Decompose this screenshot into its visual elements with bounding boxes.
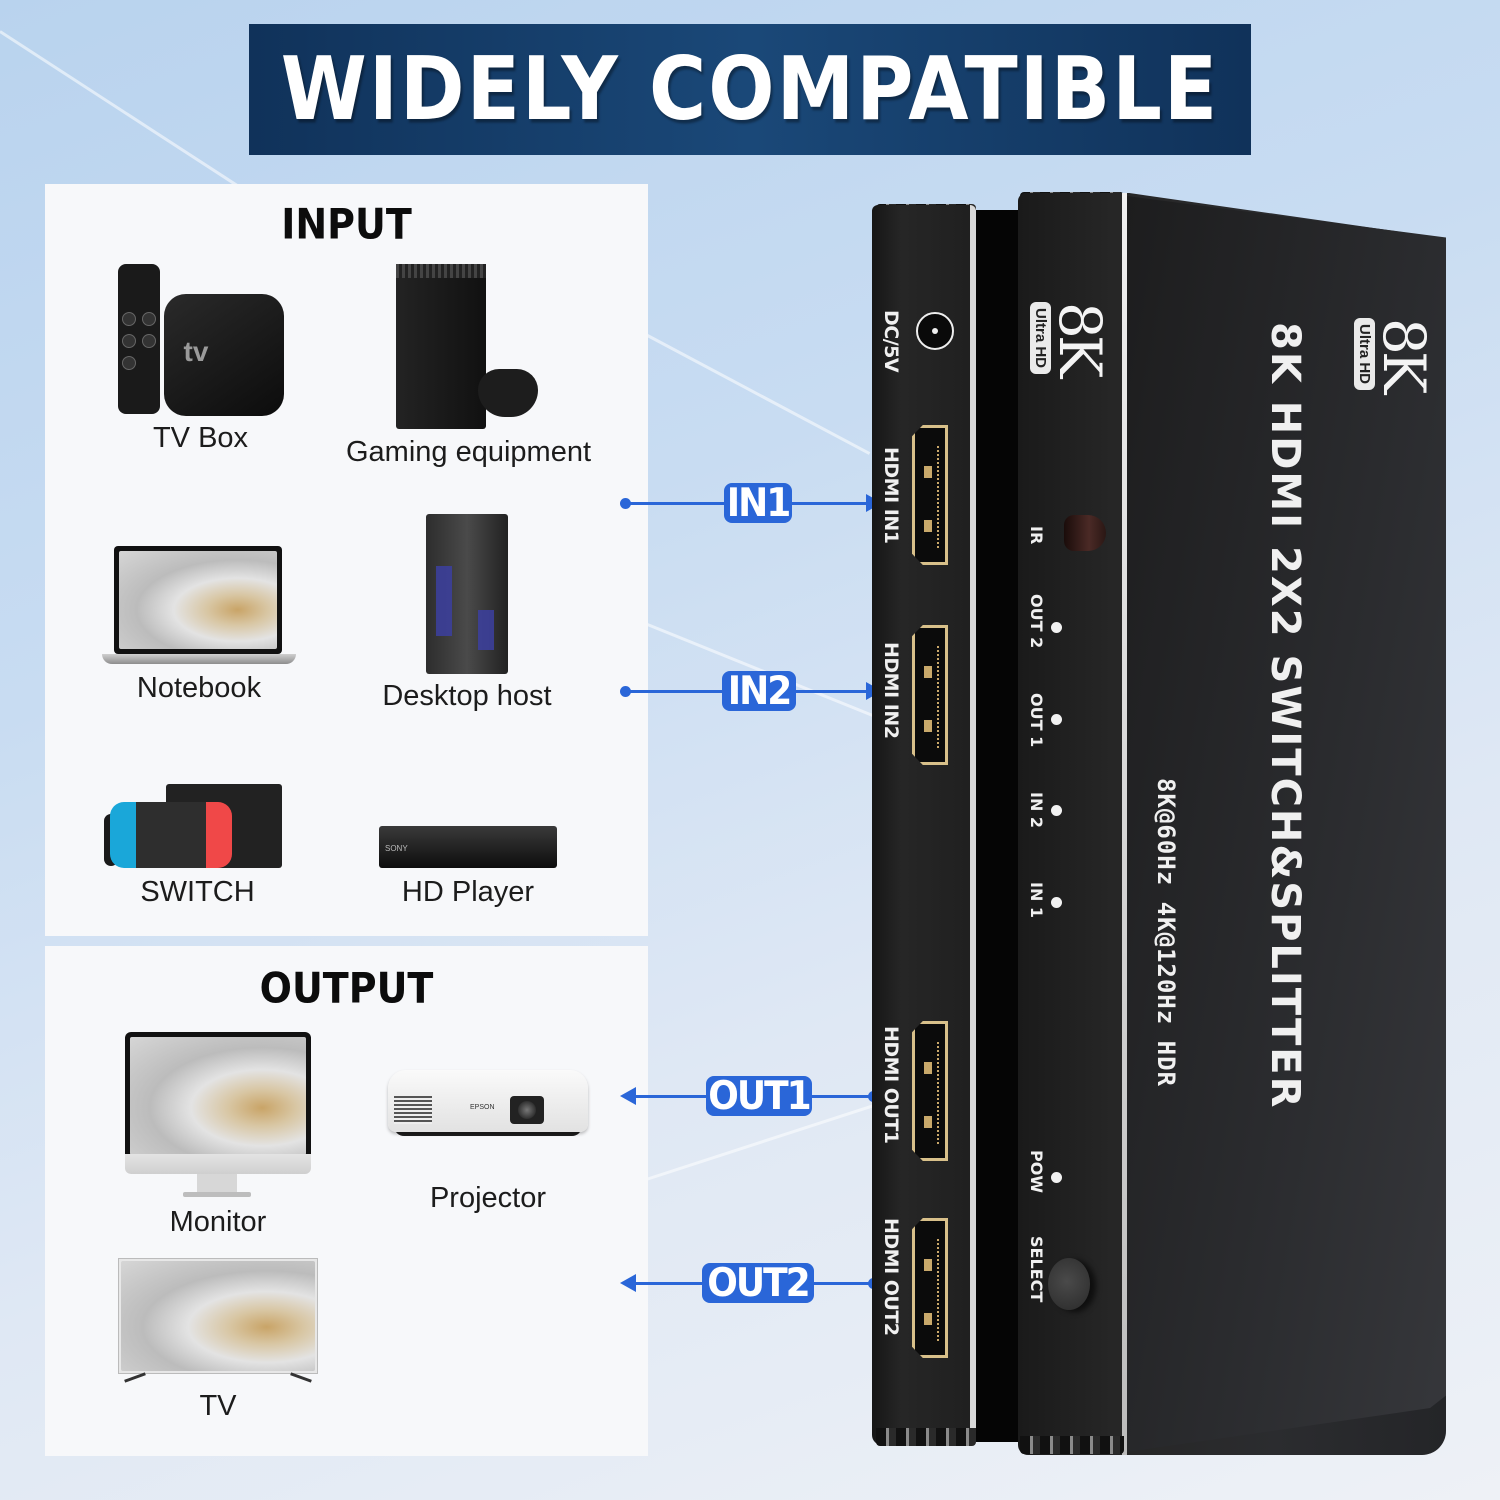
device-label: Projector [429,1182,547,1214]
input-heading: INPUT [281,199,412,249]
hdmi-out1-port[interactable] [912,1021,948,1161]
device-label: HD Player [401,876,535,908]
unit-shadow-gap [976,210,1020,1442]
connector-label: OUT1 [708,1073,811,1119]
output-heading: OUTPUT [259,963,434,1013]
port-label-in1: HDMI IN1 [880,447,902,544]
product-spec: 8K@60Hz 4K@120Hz HDR [1152,778,1180,1087]
ir-receiver-window [1064,515,1106,551]
8k-logo: 8K [1046,302,1114,375]
device-switch: SWITCH [103,784,286,909]
led-label-out1: OUT 1 [1027,693,1046,748]
device-monitor: Monitor [125,1032,311,1239]
port-label-out2: HDMI OUT2 [880,1218,902,1336]
arrow-left-icon [620,1087,636,1105]
device-tv-box: tv TV Box [117,264,284,455]
led-label-in2: IN 2 [1027,792,1046,829]
cooling-fins [876,1428,976,1446]
blu-ray-player-icon: SONY [379,826,557,870]
connector-label: OUT2 [707,1260,810,1306]
device-label: SWITCH [140,876,255,908]
ir-label: IR [1027,526,1046,545]
unit-edge [1122,193,1127,1455]
dc-power-jack[interactable] [916,312,954,350]
handheld-console-icon [103,784,286,870]
page-title: WIDELY COMPATIBLE [280,39,1220,140]
connector-label: IN2 [727,668,793,714]
ultra-hd-label: Ultra HD [1354,318,1375,391]
device-label: Monitor [169,1206,267,1238]
laptop-icon [102,546,296,666]
device-label: Gaming equipment [345,436,592,468]
led-label-in1: IN 1 [1027,882,1046,919]
cooling-fins [1020,1436,1124,1454]
device-gaming-equipment: Gaming equipment [341,264,596,469]
projector-icon: EPSON [388,1070,588,1142]
monitor-icon [125,1032,311,1200]
led-label-out2: OUT 2 [1027,594,1046,649]
connector-out2: OUT2 [620,1260,882,1306]
player-brand: SONY [385,844,408,853]
ultra-hd-label: Ultra HD [1030,302,1051,375]
power-led-label: POW [1027,1150,1046,1193]
device-projector: EPSON Projector [388,1070,588,1215]
projector-brand: EPSON [470,1104,495,1111]
select-button[interactable] [1048,1258,1090,1310]
device-label: TV Box [152,422,249,454]
8k-badge-side: Ultra HD 8K [1030,302,1114,375]
8k-badge-top: Ultra HD 8K [1354,318,1438,391]
hdmi-in2-port[interactable] [912,625,948,765]
dc-power-label: DC/5V [880,310,902,373]
connector-out1: OUT1 [620,1073,882,1119]
led-out2-indicator [1051,622,1062,633]
game-console-icon [396,264,541,430]
title-banner: WIDELY COMPATIBLE [249,24,1251,155]
device-tv: TV [118,1258,318,1423]
apple-tv-logo: tv [183,336,209,367]
background-streak [639,330,871,455]
8k-logo: 8K [1370,318,1438,391]
connector-label: IN1 [726,480,792,526]
led-out1-indicator [1051,714,1062,725]
arrow-left-icon [620,1274,636,1292]
connector-in1: IN1 [620,480,882,526]
product-title: 8K HDMI 2X2 SWITCH&SPLITTER [1262,322,1308,1110]
connector-in2: IN2 [620,668,882,714]
hdmi-in1-port[interactable] [912,425,948,565]
apple-tv-icon: tv [117,264,284,416]
device-notebook: Notebook [101,546,297,705]
output-panel: OUTPUT Monitor EPSON Projector TV [45,946,648,1456]
port-label-out1: HDMI OUT1 [880,1026,902,1144]
led-in1-indicator [1051,897,1062,908]
led-in2-indicator [1051,805,1062,816]
switch-top-face [1127,196,1446,1452]
port-label-in2: HDMI IN2 [880,642,902,739]
device-label: Desktop host [382,680,552,712]
device-hd-player: SONY HD Player [378,826,558,909]
device-label: TV [199,1390,237,1422]
select-label: SELECT [1027,1236,1046,1303]
device-label: Notebook [136,672,262,704]
tv-icon [118,1258,318,1384]
power-led-indicator [1051,1172,1062,1183]
input-panel: INPUT tv TV Box Gaming equipment Noteboo… [45,184,648,936]
device-desktop-host: Desktop host [367,514,567,713]
desktop-tower-icon [426,514,508,674]
hdmi-out2-port[interactable] [912,1218,948,1358]
